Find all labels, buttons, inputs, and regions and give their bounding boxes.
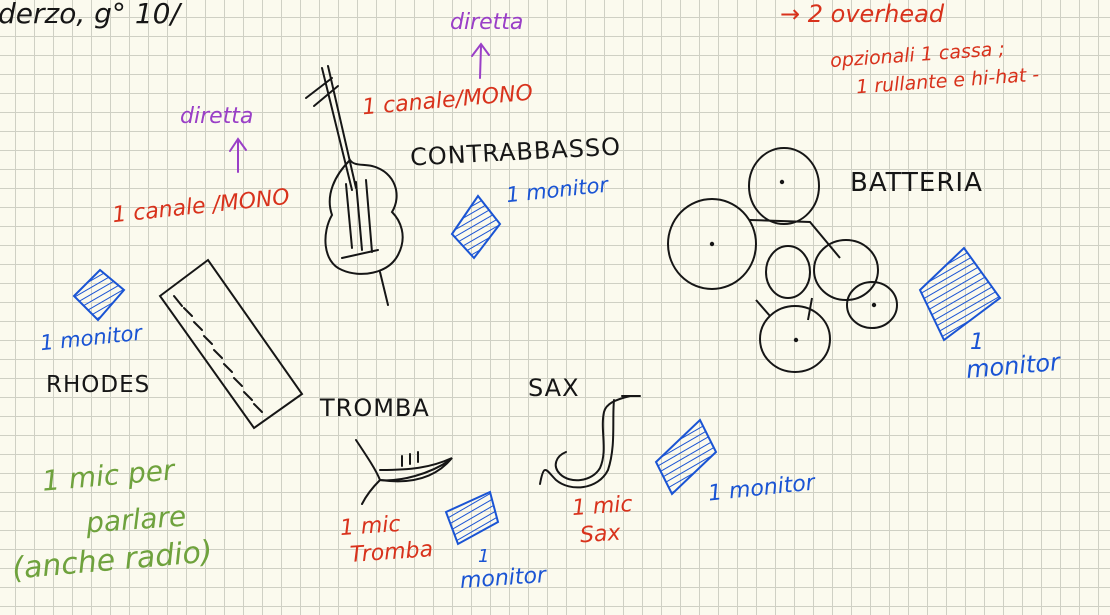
batteria-monitor-count: 1 — [970, 330, 984, 355]
double-bass-icon — [305, 65, 404, 306]
rhodes-label: RHODES — [46, 372, 151, 398]
stage-monitor-icon — [72, 268, 126, 322]
rhodes-direct-label: diretta — [180, 104, 254, 129]
stage-monitor-icon — [918, 246, 1002, 342]
page-header-fragment: derzo, g° 10/ — [0, 0, 180, 30]
tromba-monitor-label: monitor — [459, 563, 547, 594]
stage-monitor-icon — [654, 418, 718, 496]
rhodes-keyboard-icon — [158, 258, 304, 430]
saxophone-icon — [539, 395, 641, 489]
batteria-label: BATTERIA — [850, 168, 983, 198]
speech-mic-line2: parlare — [84, 499, 188, 540]
drum-kit-icon — [667, 147, 898, 373]
sax-mic-line1: 1 mic — [571, 491, 634, 522]
tromba-label: TROMBA — [320, 394, 430, 422]
tromba-monitor-count: 1 — [478, 546, 490, 567]
stage-monitor-icon — [450, 194, 502, 260]
arrow-up-icon — [471, 42, 490, 79]
trumpet-icon — [355, 439, 453, 505]
overhead-note: → 2 overhead — [780, 0, 945, 28]
arrow-up-icon — [229, 137, 247, 173]
sax-mic-line2: Sax — [579, 520, 622, 549]
stage-monitor-icon — [444, 490, 500, 546]
tromba-mic-line2: Tromba — [349, 537, 434, 568]
sax-label: SAX — [528, 374, 580, 402]
tromba-mic-line1: 1 mic — [339, 511, 402, 542]
contrabbasso-direct-label: diretta — [450, 10, 524, 35]
